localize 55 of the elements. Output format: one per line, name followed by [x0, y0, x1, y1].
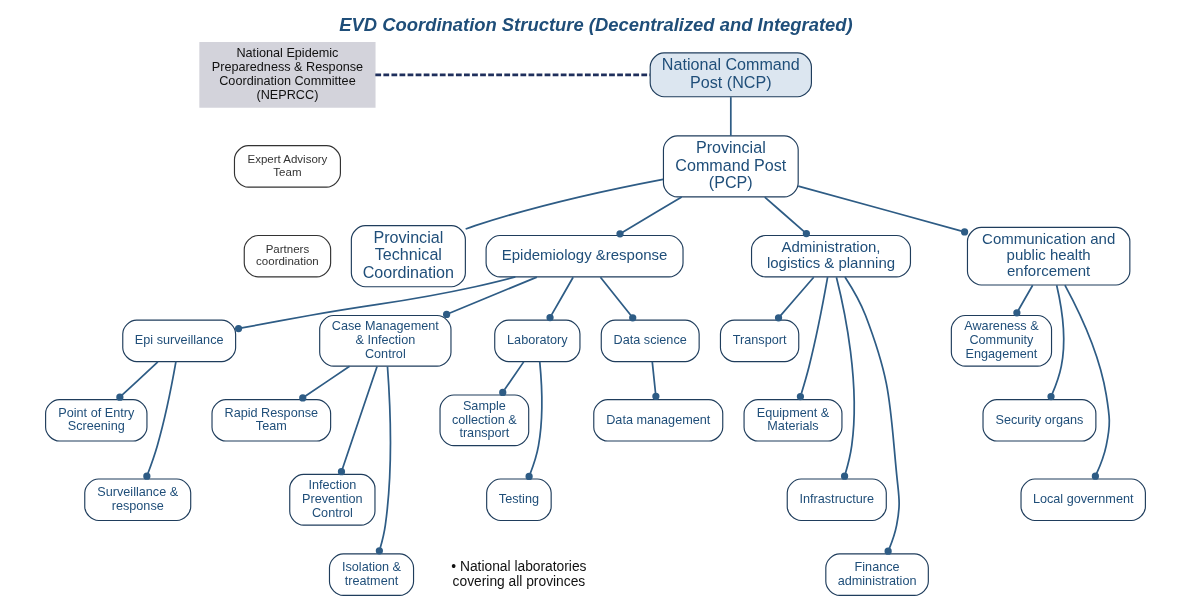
connector: [525, 360, 543, 481]
node-box: Administration, logistics & planning: [750, 234, 911, 278]
connector: [1046, 284, 1065, 401]
node-box: Infrastructure: [786, 478, 887, 522]
connector: [464, 178, 664, 230]
node-box: Epi surveillance: [121, 319, 236, 363]
node-box: Expert Advisory Team: [233, 145, 341, 188]
node-box: Data science: [600, 319, 700, 363]
connector: [796, 276, 828, 401]
node-box: Rapid Response Team: [210, 399, 331, 442]
node-box: Awareness & Community Engagement: [950, 314, 1052, 367]
node-box: Surveillance & response: [83, 478, 191, 522]
connector: [374, 73, 650, 77]
node-box: Finance administration: [824, 553, 929, 596]
node-box: National Command Post (NCP): [649, 52, 812, 98]
connector: [337, 365, 378, 476]
connector: [1012, 284, 1034, 317]
connector: [774, 276, 815, 322]
connector: [796, 185, 968, 236]
node-box: Sample collection & transport: [438, 394, 529, 447]
node-box: Partners coordination: [243, 234, 331, 278]
connector: [615, 196, 683, 238]
connector: [650, 361, 659, 400]
connector: [1063, 284, 1110, 480]
node-box: Equipment & Materials: [743, 399, 842, 442]
node-box: Infection Prevention Control: [288, 473, 376, 526]
connector: [142, 360, 177, 480]
connector: [729, 96, 732, 137]
connector: [442, 276, 538, 318]
node-box: Epidemiology &response: [485, 234, 684, 278]
connector: [375, 365, 391, 555]
connector: [115, 361, 159, 401]
node-box: National Epidemic Preparedness & Response Coordination Committee (NEPRCC): [198, 42, 376, 108]
node-box: Provincial Command Post (PCP): [662, 135, 799, 198]
node-box: Testing: [485, 478, 552, 522]
connector: [298, 365, 350, 402]
diagram-title: EVD Coordination Structure (Decentralized and Integrated): [338, 13, 853, 35]
node-box: Laboratory: [493, 319, 581, 363]
connector: [763, 196, 810, 238]
node-box: Transport: [719, 319, 799, 363]
node-box: Case Management & Infection Control: [318, 314, 452, 367]
label: • National laboratories covering all provinces: [450, 557, 587, 589]
node-box: Data management: [592, 399, 723, 442]
node-box: Local government: [1019, 478, 1146, 522]
node-box: Point of Entry Screening: [44, 399, 148, 442]
connector: [843, 276, 900, 555]
connector: [599, 276, 636, 322]
node-box: Security organs: [981, 399, 1096, 442]
node-box: Provincial Technical Coordination: [350, 225, 466, 288]
node-box: Communication and public health enforcement: [966, 226, 1130, 286]
connector: [835, 276, 855, 480]
connector: [545, 276, 574, 322]
connector: [498, 361, 525, 396]
connector: [234, 276, 516, 333]
node-box: Isolation & treatment: [328, 553, 414, 596]
